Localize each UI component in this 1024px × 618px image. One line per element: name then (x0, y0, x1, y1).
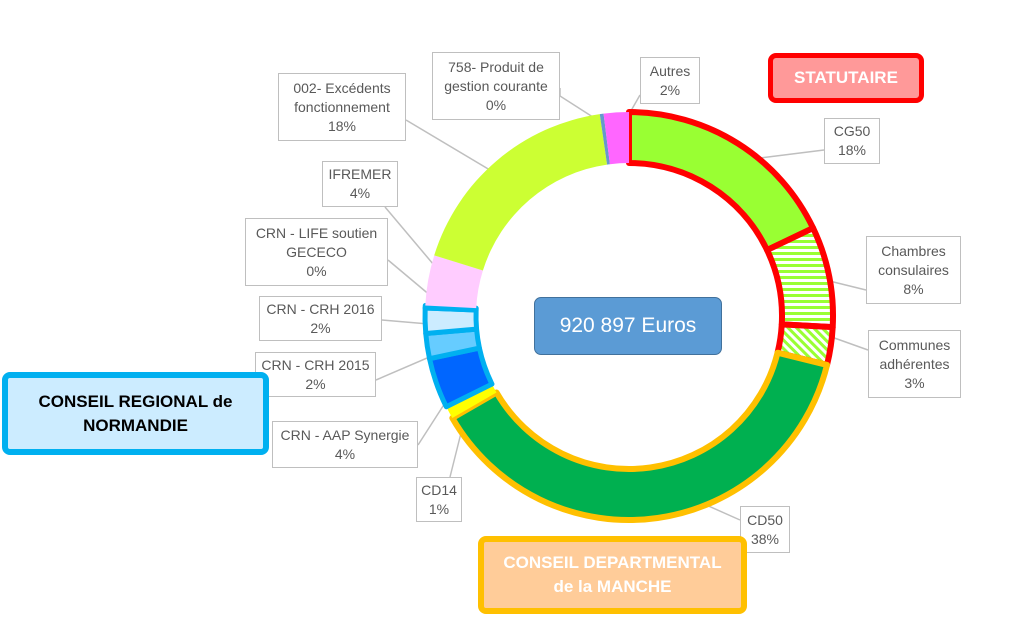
label-value: 8% (903, 280, 924, 297)
slice-758-produit-de-gestion-courante (599, 113, 610, 165)
data-label-communes: Communes adhérentes 3% (868, 330, 961, 398)
label-line: consulaires (878, 261, 949, 278)
label-line: CD50 (747, 511, 783, 528)
label-value: 1% (428, 500, 450, 517)
data-label-autres: Autres 2% (640, 57, 700, 104)
slice-cd50 (449, 349, 831, 523)
group-label: STATUTAIRE (794, 68, 898, 87)
data-label-002: 002- Excédents fonctionnement 18% (278, 73, 406, 141)
label-value: 2% (310, 319, 331, 336)
slice-cd14 (446, 384, 497, 418)
data-label-aap: CRN - AAP Synergie 4% (272, 421, 418, 468)
label-line: CRN - CRH 2016 (266, 300, 375, 317)
label-line: 758- Produit de (448, 58, 544, 75)
label-line: fonctionnement (294, 98, 390, 115)
label-line: Chambres (881, 242, 946, 259)
label-value: 2% (305, 375, 326, 392)
slice-chambres-consulaires (764, 225, 836, 331)
group-label: NORMANDIE (83, 415, 188, 435)
slice-cg50 (626, 109, 817, 254)
group-box-statutaire: STATUTAIRE (768, 53, 924, 103)
label-line: adhérentes (879, 355, 950, 372)
label-line: CD14 (421, 481, 457, 498)
label-value: 4% (334, 445, 356, 462)
label-value: 0% (485, 96, 507, 113)
label-line: Communes (878, 336, 951, 353)
label-line: GECECO (286, 243, 347, 260)
label-line: CRN - CRH 2015 (261, 356, 370, 373)
data-label-cd50: CD50 38% (740, 506, 790, 553)
group-label: CONSEIL REGIONAL de (38, 391, 233, 411)
group-label: de la MANCHE (553, 577, 672, 596)
slice-crn-life-soutien-gececo (422, 302, 479, 313)
group-label: CONSEIL DEPARTMENTAL (503, 553, 722, 572)
label-line: 002- Excédents (293, 79, 391, 96)
slice-002-exc-dents-fonctionnement (434, 114, 608, 271)
data-label-ifremer: IFREMER 4% (322, 161, 398, 207)
label-line: CRN - LIFE soutien (255, 224, 378, 241)
label-value: 38% (750, 530, 780, 547)
slice-autres (603, 112, 629, 165)
label-line: gestion courante (444, 77, 548, 94)
label-value: 18% (837, 142, 867, 158)
data-label-crh2015: CRN - CRH 2015 2% (255, 352, 376, 397)
data-label-chambres: Chambres consulaires 8% (866, 236, 961, 304)
label-value: 2% (659, 81, 681, 98)
data-label-758: 758- Produit de gestion courante 0% (432, 52, 560, 120)
label-value: 0% (306, 262, 327, 279)
slice-ifremer (425, 255, 483, 309)
label-line: CRN - AAP Synergie (280, 426, 410, 443)
label-line: IFREMER (328, 166, 392, 182)
label-line: Autres (649, 62, 691, 79)
label-line: CG50 (833, 123, 871, 139)
data-label-crh2016: CRN - CRH 2016 2% (259, 296, 382, 341)
data-label-cg50: CG50 18% (824, 118, 880, 164)
total-amount-label: 920 897 Euros (534, 297, 722, 355)
group-box-departement: CONSEIL DEPARTMENTAL de la MANCHE (478, 536, 747, 614)
data-label-cd14: CD14 1% (416, 477, 462, 522)
label-value: 3% (904, 374, 925, 391)
label-value: 4% (349, 185, 371, 201)
group-box-region: CONSEIL REGIONAL de NORMANDIE (2, 372, 269, 455)
label-value: 18% (327, 117, 357, 134)
